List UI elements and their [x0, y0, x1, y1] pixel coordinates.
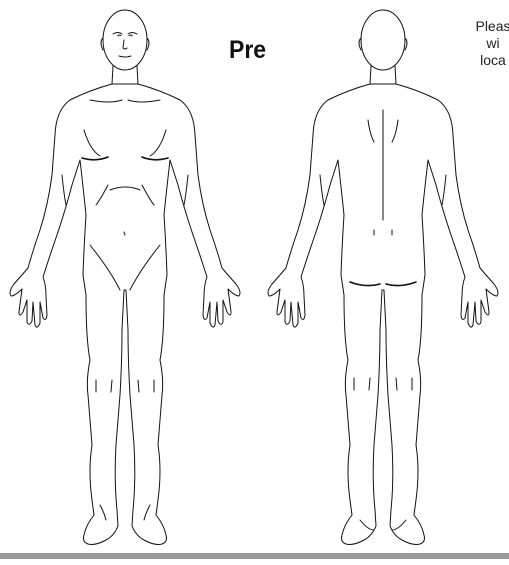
- back-body-figure[interactable]: [258, 0, 509, 565]
- ground-bar: [0, 553, 509, 559]
- front-body-silhouette: [10, 84, 240, 545]
- front-body-outline[interactable]: [0, 0, 250, 560]
- front-body-figure[interactable]: [0, 0, 250, 565]
- back-head: [361, 10, 405, 70]
- front-head: [103, 10, 147, 70]
- back-body-outline[interactable]: [258, 0, 509, 560]
